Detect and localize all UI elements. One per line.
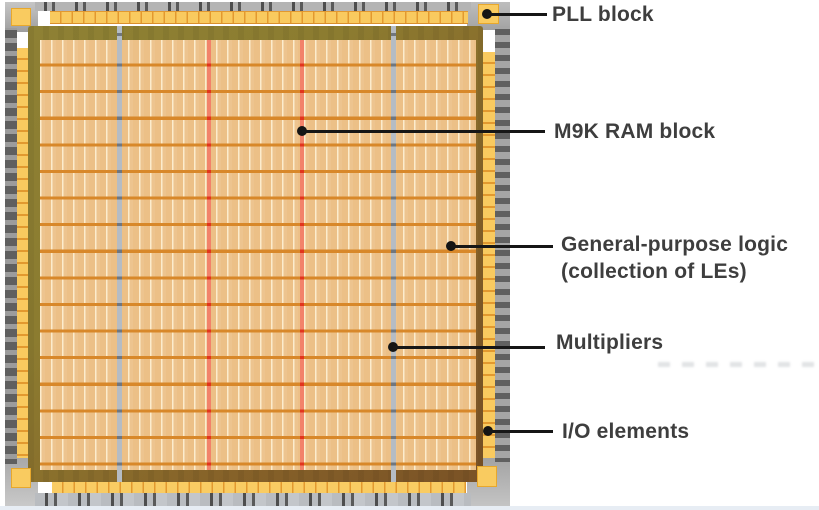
bond-pad-strip-bottom (35, 493, 471, 506)
io-ring-left (17, 48, 29, 458)
label-general-purpose-logic-line1: General-purpose logic (561, 233, 789, 256)
label-pll-block: PLL block (552, 3, 654, 26)
io-ring-top (50, 11, 468, 24)
m9k-ram-column-1 (207, 40, 211, 470)
faint-erased-text-artifact (658, 362, 816, 367)
label-io-elements: I/O elements (562, 420, 690, 443)
bond-pad-strip-left (5, 28, 17, 464)
callout-line-general-purpose-logic (451, 245, 553, 248)
pll-block-top-left (11, 8, 31, 26)
label-general-purpose-logic-line2: (collection of LEs) (561, 260, 747, 283)
page-bottom-edge (0, 506, 819, 510)
label-general-purpose-logic: General-purpose logic (collection of LEs… (561, 231, 788, 285)
multiplier-column-1 (117, 26, 122, 482)
bond-pad-strip-right (495, 26, 510, 462)
callout-line-io-elements (488, 430, 553, 433)
bond-pad-strip-top (35, 2, 471, 11)
multiplier-column-2 (391, 26, 396, 482)
logic-core-array (40, 40, 476, 470)
fpga-die (5, 2, 510, 506)
pll-block-bottom-left (11, 468, 31, 488)
m9k-ram-column-2 (300, 40, 304, 470)
label-m9k-ram-block: M9K RAM block (554, 120, 716, 143)
pll-block-bottom-right (477, 466, 497, 487)
callout-line-multipliers (393, 346, 545, 349)
callout-line-m9k-ram (302, 130, 545, 133)
io-ring-right (482, 52, 495, 458)
callout-line-pll (487, 13, 547, 16)
label-multipliers: Multipliers (556, 331, 664, 354)
